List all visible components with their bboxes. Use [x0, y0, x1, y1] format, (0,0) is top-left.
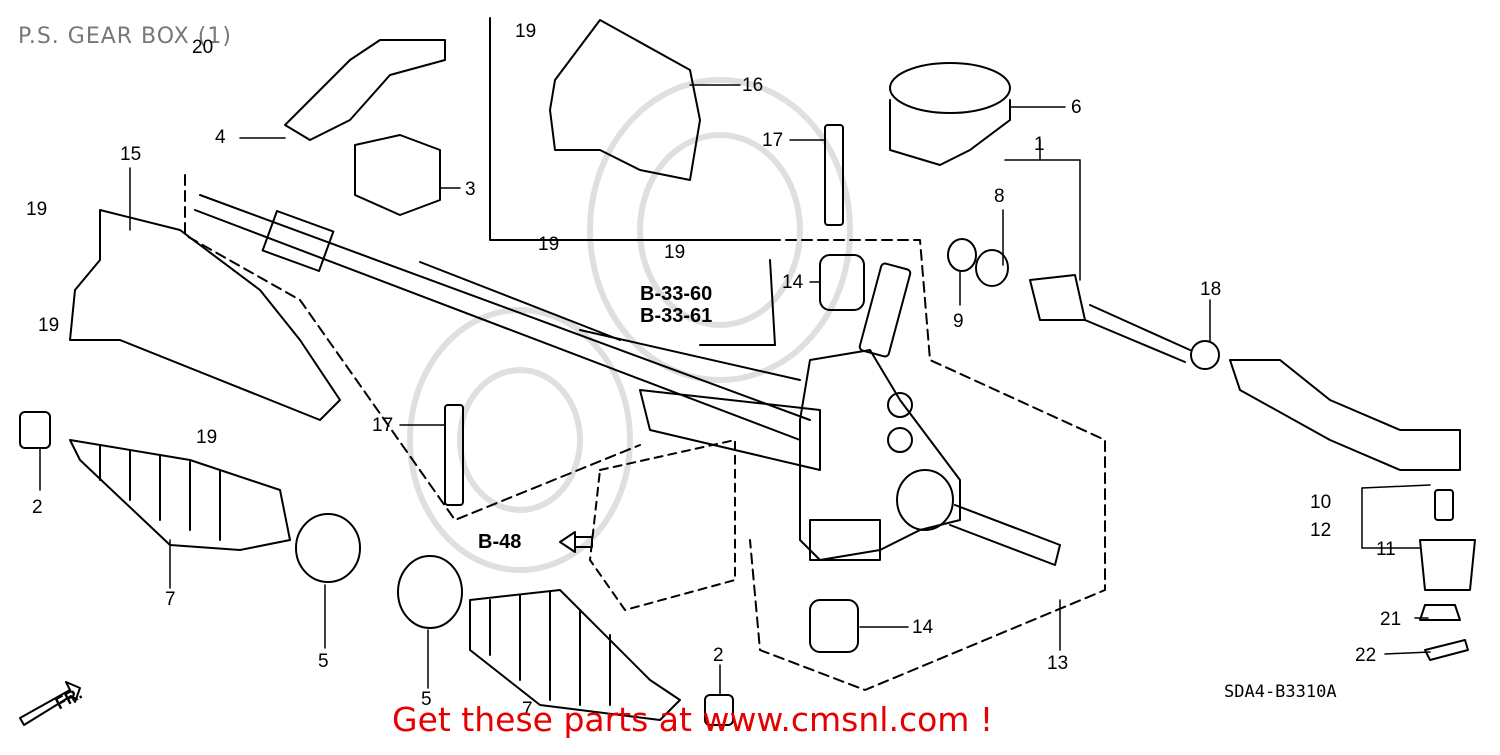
rack-group-box	[184, 174, 641, 521]
boot-right	[469, 589, 681, 721]
part-label: 17	[762, 130, 784, 151]
upper-bracket	[549, 19, 701, 181]
part-label: 2	[713, 645, 724, 666]
tie-rod	[947, 238, 1476, 661]
part-label: 19	[515, 21, 537, 42]
ref-label-b-33-60: B-33-60	[640, 283, 713, 305]
part-label: 17	[372, 415, 394, 436]
part-label: 19	[196, 427, 218, 448]
boot-clamp-right	[397, 555, 463, 629]
b33-ref-line	[769, 259, 776, 346]
part-label: 16	[742, 75, 764, 96]
leader-lines	[39, 84, 1431, 696]
bracket-group-box	[489, 17, 771, 241]
gearbox-housing	[799, 262, 1061, 566]
part-label: 20	[192, 37, 214, 58]
part-label: 19	[664, 242, 686, 263]
part-label: 8	[994, 186, 1005, 207]
part-label: 9	[953, 311, 964, 332]
bushing	[354, 134, 441, 216]
part-label: 3	[465, 179, 476, 200]
part-label: 14	[912, 617, 934, 638]
b48-arrow	[559, 531, 593, 553]
bolt-lower	[444, 404, 464, 506]
bolt-upper	[824, 124, 844, 226]
part-label: 18	[1200, 279, 1222, 300]
part-label: 6	[1071, 97, 1082, 118]
ref-label-b-33-61: B-33-61	[640, 305, 713, 327]
boot-left	[69, 439, 291, 551]
part-label: 5	[421, 689, 432, 710]
ref-label-b-48: B-48	[478, 531, 522, 553]
part-label: 21	[1380, 609, 1402, 630]
part-label: 7	[165, 589, 176, 610]
gearbox-group-box	[749, 239, 1106, 691]
part-label: 12	[1310, 520, 1332, 541]
clip-right	[704, 694, 734, 726]
boot-clamp-left	[295, 513, 361, 583]
part-label: 7	[522, 699, 533, 720]
mount-rubber	[889, 99, 1011, 166]
part-label: 13	[1047, 653, 1069, 674]
diagram-title: P.S. GEAR BOX (1)	[18, 24, 232, 49]
part-label: 19	[538, 234, 560, 255]
part-label: 19	[38, 315, 60, 336]
clip-left	[19, 411, 51, 449]
mount-rubber-top	[889, 62, 1011, 114]
part-label: 4	[215, 127, 226, 148]
promo-footer: Get these parts at www.cmsnl.com !	[392, 700, 994, 739]
rack-bushing-lower	[809, 599, 859, 653]
part-label: 22	[1355, 645, 1377, 666]
part-label: 15	[120, 144, 142, 165]
part-label: 14	[782, 272, 804, 293]
part-label: 1	[1034, 134, 1045, 155]
diagram-code: SDA4-B3310A	[1224, 682, 1337, 702]
part-label: 10	[1310, 492, 1332, 513]
heat-shield	[69, 209, 341, 421]
steering-rack	[194, 194, 821, 471]
clamp-bracket	[284, 39, 446, 141]
part-label: 11	[1376, 539, 1396, 560]
part-label: 19	[26, 199, 48, 220]
front-arrow-icon	[19, 681, 81, 726]
part-label: 5	[318, 651, 329, 672]
part-label: 2	[32, 497, 43, 518]
clamp-group-box	[589, 439, 736, 611]
watermark-logo	[407, 77, 853, 573]
